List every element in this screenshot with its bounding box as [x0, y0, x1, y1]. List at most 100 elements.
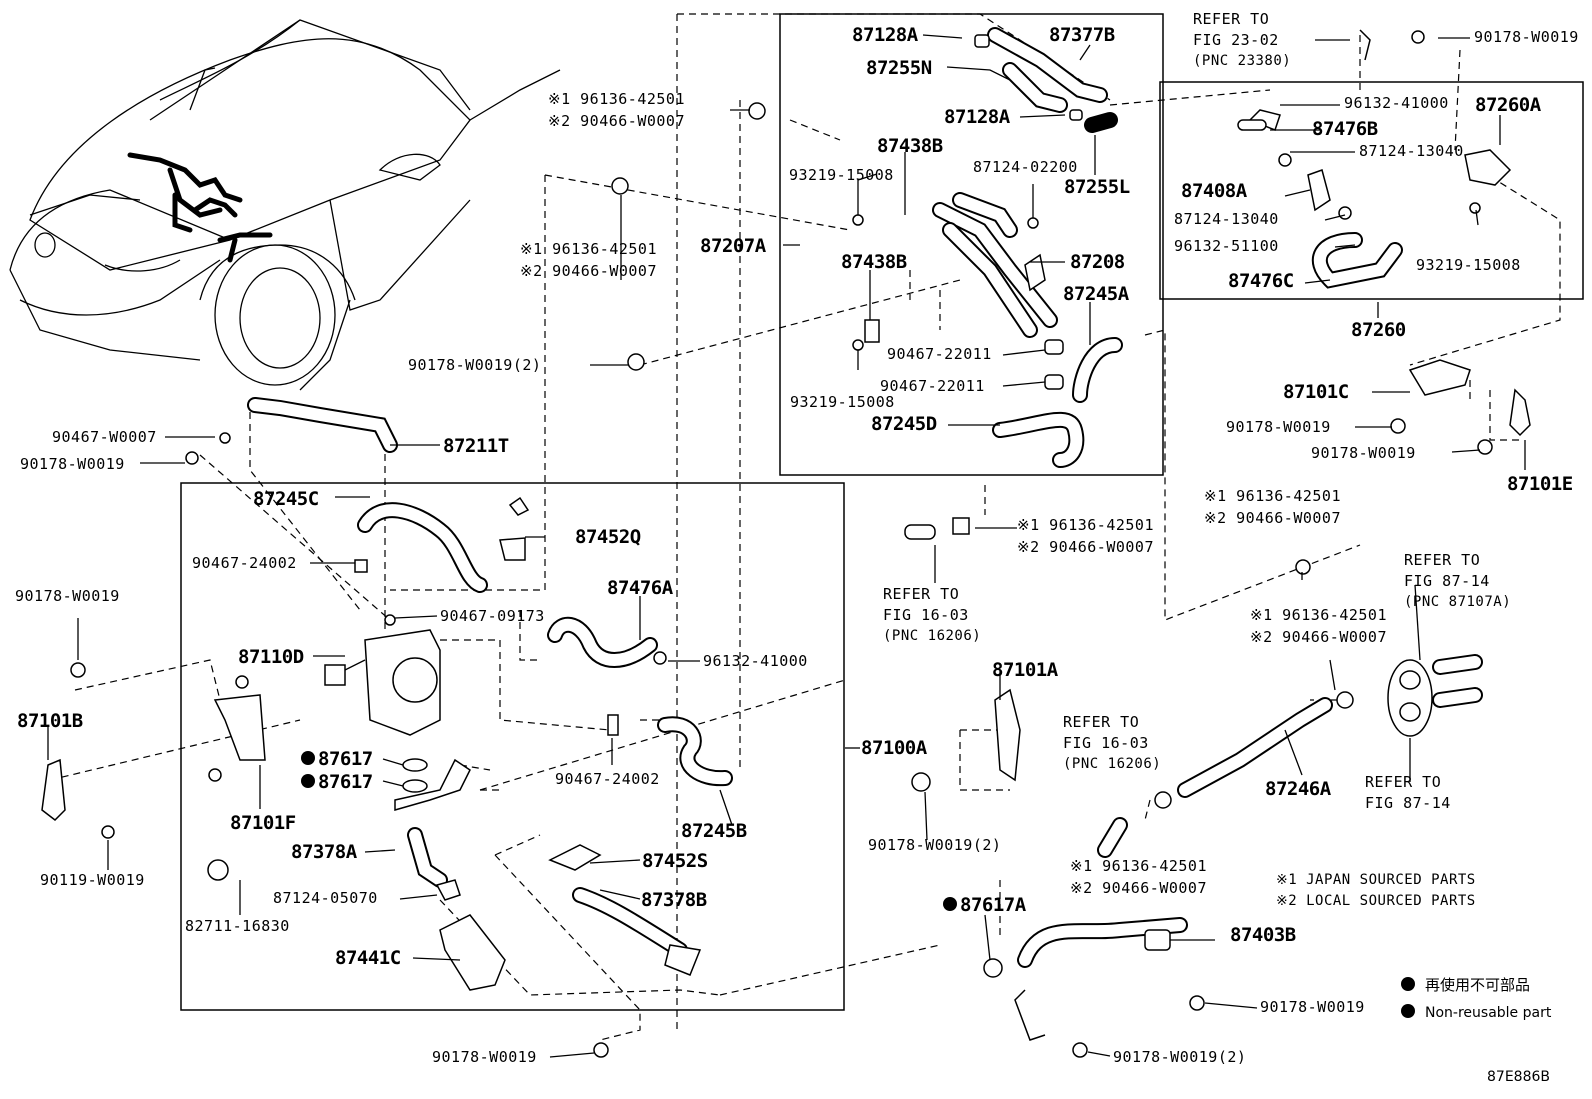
- leader-lines: [47, 34, 1526, 1058]
- label-87124-13040-second: 87124-13040: [1174, 210, 1279, 228]
- label-90178-W0019-2-mid: 90178-W0019(2): [868, 836, 1001, 854]
- refer-fig-23-02-line1: REFER TO: [1193, 10, 1269, 28]
- label-90178-W0019-br1: 90178-W0019: [1260, 998, 1365, 1016]
- label-87245B: 87245B: [681, 820, 747, 842]
- label-87441C: 87441C: [335, 947, 401, 969]
- label-kome2-b: ※2 90466-W0007: [520, 262, 657, 280]
- label-87438B-second: 87438B: [841, 251, 907, 273]
- label-90178-W0019-l1: 90178-W0019: [20, 455, 125, 473]
- label-90467-W0007: 90467-W0007: [52, 428, 157, 446]
- label-kome1-c: ※1 96136-42501: [1204, 487, 1341, 505]
- label-87207A: 87207A: [700, 235, 767, 257]
- label-90178-W0019-2-top: 90178-W0019(2): [408, 356, 541, 374]
- label-90467-24002-second: 90467-24002: [555, 770, 660, 788]
- label-87260: 87260: [1351, 319, 1406, 341]
- refer-fig-23-02-line3: (PNC 23380): [1193, 53, 1291, 69]
- label-kome2-d: ※2 90466-W0007: [1017, 538, 1154, 556]
- legend-japanese: 再使用不可部品: [1425, 976, 1530, 994]
- label-87124-13040: 87124-13040: [1359, 142, 1464, 160]
- refer-fig-16-03-b-line1: REFER TO: [1063, 713, 1139, 731]
- label-87476A: 87476A: [607, 577, 674, 599]
- non-reusable-dot-icon: [301, 774, 315, 788]
- label-87260A: 87260A: [1475, 94, 1542, 116]
- refer-fig-87-14-line3: (PNC 87107A): [1404, 594, 1511, 610]
- non-reusable-dot-icon: [943, 897, 957, 911]
- refer-fig-16-03-a-line2: FIG 16-03: [883, 606, 969, 624]
- label-87101E: 87101E: [1507, 473, 1573, 495]
- label-kome2-c: ※2 90466-W0007: [1204, 509, 1341, 527]
- label-87255N: 87255N: [866, 57, 932, 79]
- label-87101B: 87101B: [17, 710, 83, 732]
- vehicle-outline: [9, 19, 561, 391]
- label-kome2-a: ※2 90466-W0007: [548, 112, 685, 130]
- label-kome1-b: ※1 96136-42501: [520, 240, 657, 258]
- label-87110D: 87110D: [238, 646, 304, 668]
- legend-dot-icon: [1401, 977, 1415, 991]
- label-87246A: 87246A: [1265, 778, 1332, 800]
- label-87476B: 87476B: [1312, 118, 1378, 140]
- label-90178-W0019-r1: 90178-W0019: [1226, 418, 1331, 436]
- label-kome1-d: ※1 96136-42501: [1017, 516, 1154, 534]
- label-87100A: 87100A: [861, 737, 928, 759]
- refer-fig-23-02-line2: FIG 23-02: [1193, 31, 1279, 49]
- label-kome2-f: ※2 90466-W0007: [1070, 879, 1207, 897]
- label-87245A: 87245A: [1063, 283, 1130, 305]
- label-87128A-second: 87128A: [944, 106, 1011, 128]
- label-90119-W0019: 90119-W0019: [40, 871, 145, 889]
- 87100A-assembly-box: [180, 482, 845, 1011]
- label-90467-22011-second: 90467-22011: [880, 377, 985, 395]
- label-87377B: 87377B: [1049, 24, 1115, 46]
- label-96132-51100: 96132-51100: [1174, 237, 1279, 255]
- label-87124-02200: 87124-02200: [973, 158, 1078, 176]
- legend-english: Non-reusable part: [1425, 1005, 1552, 1021]
- label-90178-W0019-2-br: 90178-W0019(2): [1113, 1048, 1246, 1066]
- label-90178-W0019-l2: 90178-W0019: [15, 587, 120, 605]
- label-96132-41000-center: 96132-41000: [703, 652, 808, 670]
- label-87245C: 87245C: [253, 488, 319, 510]
- label-87245D: 87245D: [871, 413, 937, 435]
- refer-fig-16-03-b-line3: (PNC 16206): [1063, 756, 1161, 772]
- note-japan-sourced: ※1 JAPAN SOURCED PARTS: [1276, 872, 1476, 888]
- refer-fig-87-14-b-line2: FIG 87-14: [1365, 794, 1451, 812]
- label-87101C: 87101C: [1283, 381, 1349, 403]
- label-87452Q: 87452Q: [575, 526, 641, 548]
- label-87101F: 87101F: [230, 812, 296, 834]
- label-87452S: 87452S: [642, 850, 708, 872]
- label-87255L: 87255L: [1064, 176, 1130, 198]
- 87260-assembly-box: [1159, 81, 1584, 300]
- non-reusable-dot-icon: [301, 751, 315, 765]
- label-90467-22011: 90467-22011: [887, 345, 992, 363]
- label-kome1-e: ※1 96136-42501: [1250, 606, 1387, 624]
- label-90467-09173: 90467-09173: [440, 607, 545, 625]
- label-90178-W0019-bottom: 90178-W0019: [432, 1048, 537, 1066]
- label-93219-15008: 93219-15008: [789, 166, 894, 184]
- label-87617A: 87617A: [960, 894, 1027, 916]
- label-87128A: 87128A: [852, 24, 919, 46]
- label-87408A: 87408A: [1181, 180, 1248, 202]
- refer-fig-87-14-line1: REFER TO: [1404, 551, 1480, 569]
- refer-fig-87-14-b-line1: REFER TO: [1365, 773, 1441, 791]
- label-87101A: 87101A: [992, 659, 1059, 681]
- label-90178-W0019-r2: 90178-W0019: [1311, 444, 1416, 462]
- label-kome1-a: ※1 96136-42501: [548, 90, 685, 108]
- label-93219-15008-second: 93219-15008: [790, 393, 895, 411]
- label-90467-24002: 90467-24002: [192, 554, 297, 572]
- refer-fig-16-03-b-line2: FIG 16-03: [1063, 734, 1149, 752]
- note-local-sourced: ※2 LOCAL SOURCED PARTS: [1276, 893, 1476, 909]
- label-kome2-e: ※2 90466-W0007: [1250, 628, 1387, 646]
- label-87124-05070: 87124-05070: [273, 889, 378, 907]
- refer-fig-87-14-line2: FIG 87-14: [1404, 572, 1490, 590]
- label-87378B: 87378B: [641, 889, 707, 911]
- label-90178-W0019-top-right: 90178-W0019: [1474, 28, 1579, 46]
- label-87211T: 87211T: [443, 435, 509, 457]
- label-kome1-f: ※1 96136-42501: [1070, 857, 1207, 875]
- label-93219-15008-third: 93219-15008: [1416, 256, 1521, 274]
- label-87208: 87208: [1070, 251, 1125, 273]
- refer-fig-16-03-a-line3: (PNC 16206): [883, 628, 981, 644]
- part-labels: 87128A 87377B 87255N 87128A 87438B 93219…: [15, 10, 1579, 1085]
- label-87403B: 87403B: [1230, 924, 1296, 946]
- label-96132-41000: 96132-41000: [1344, 94, 1449, 112]
- label-87617: 87617: [318, 748, 373, 770]
- label-87378A: 87378A: [291, 841, 358, 863]
